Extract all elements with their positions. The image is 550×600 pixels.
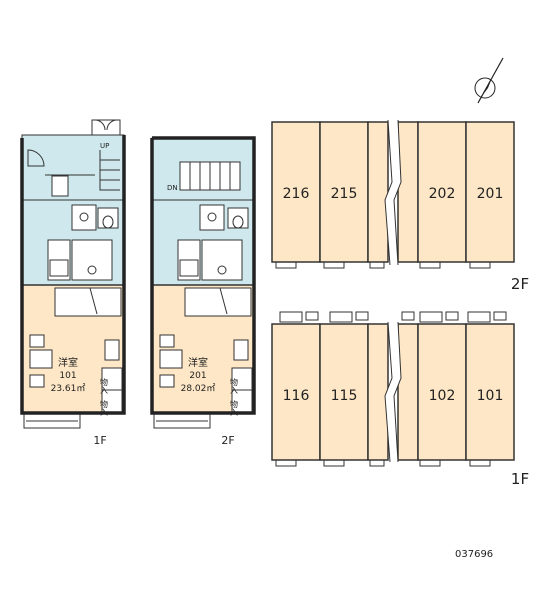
furniture-icon xyxy=(159,334,249,388)
unit-102-label: 102 xyxy=(429,388,456,404)
building-layout-1f: 116 115 102 101 1F xyxy=(271,311,529,488)
compass-north-arrow-icon xyxy=(474,57,504,104)
closet-label-a: 物入 xyxy=(230,377,239,394)
room-type-label: 洋室 xyxy=(188,356,208,369)
unit-115-label: 115 xyxy=(331,388,358,404)
unit-215-label: 215 xyxy=(331,186,358,202)
floor-label: 1F xyxy=(93,434,106,447)
building-layout-2f: 216 215 202 201 2F xyxy=(271,119,529,293)
unit-number-label: 101 xyxy=(59,371,76,381)
closet-label-b: 物入 xyxy=(100,399,109,416)
furniture-icon xyxy=(29,334,120,388)
closet-label-b: 物入 xyxy=(230,399,239,416)
unit-plan-201: DN 物入 物入 洋室 201 28.02㎡ 2F xyxy=(150,136,256,447)
area-label: 23.61㎡ xyxy=(51,383,86,394)
area-label: 28.02㎡ xyxy=(181,383,216,394)
floor-label: 1F xyxy=(511,470,529,488)
unit-plan-101: UP 物入 物入 洋室 101 23.61㎡ 1F xyxy=(20,119,126,447)
unit-116-label: 116 xyxy=(283,388,310,404)
unit-number-label: 201 xyxy=(189,371,206,381)
unit-201-label: 201 xyxy=(477,186,504,202)
property-code: 037696 xyxy=(455,549,493,560)
floor-label: 2F xyxy=(221,434,234,447)
unit-202-label: 202 xyxy=(429,186,456,202)
unit-101-label: 101 xyxy=(477,388,504,404)
stair-label: UP xyxy=(100,142,109,150)
closet-label-a: 物入 xyxy=(100,377,109,394)
stair-label: DN xyxy=(167,184,178,192)
floor-label: 2F xyxy=(511,275,529,293)
unit-216-label: 216 xyxy=(283,186,310,202)
room-type-label: 洋室 xyxy=(58,356,78,369)
